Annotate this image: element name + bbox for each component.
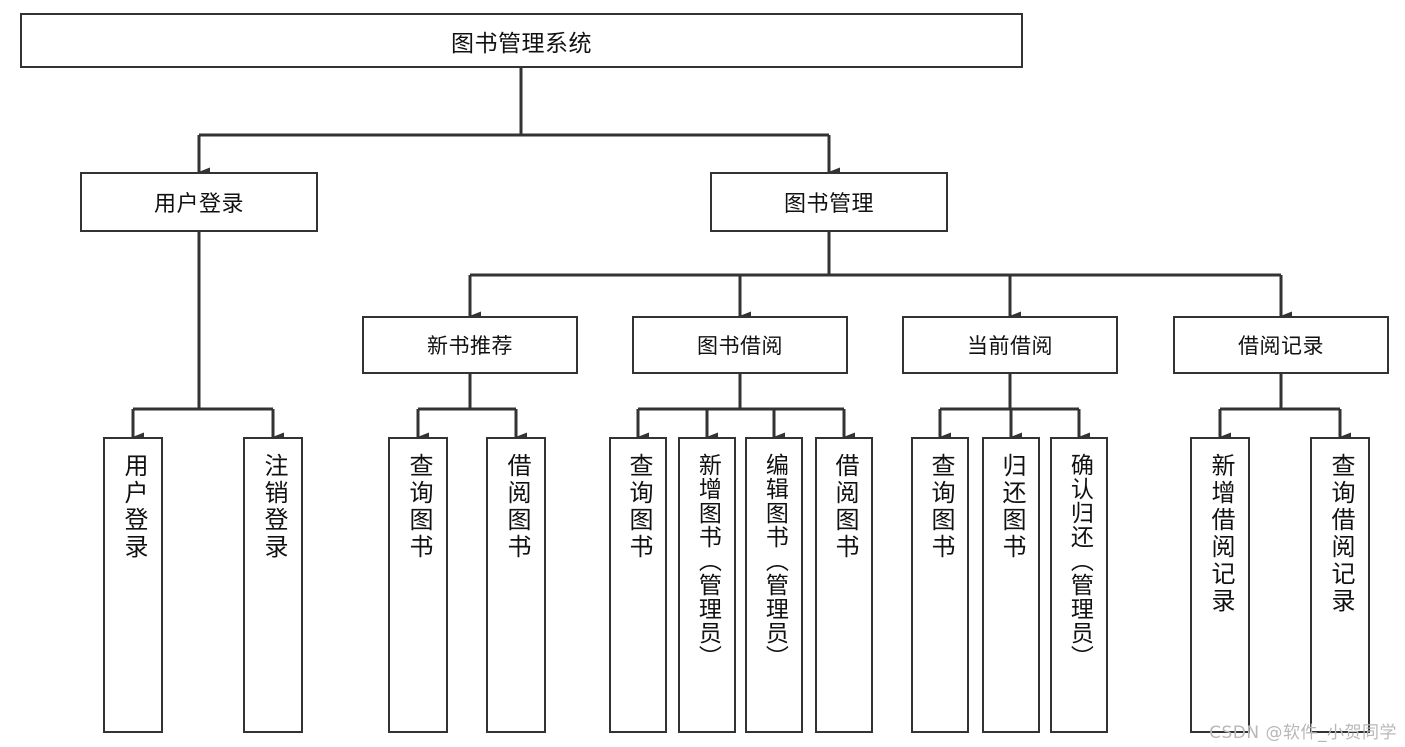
- node-leaf-leaf-return-book[interactable]: 归还图书: [982, 437, 1040, 733]
- node-label: 图书管理: [783, 192, 874, 217]
- node-root[interactable]: 图书管理系统: [20, 13, 1023, 68]
- node-leaf-label: 借阅图书: [830, 453, 859, 561]
- node-leaf-leaf-user-login[interactable]: 用户登录: [103, 437, 163, 733]
- node-borrow-record[interactable]: 借阅记录: [1173, 316, 1389, 374]
- node-leaf-label: 查询图书: [926, 453, 955, 561]
- node-leaf-label: 借阅图书: [502, 453, 531, 561]
- node-leaf-label: 归还图书: [997, 453, 1026, 561]
- node-leaf-leaf-add-record[interactable]: 新增借阅记录: [1190, 437, 1250, 733]
- node-label: 借阅记录: [1238, 334, 1324, 358]
- node-leaf-leaf-borrow-book-2[interactable]: 借阅图书: [815, 437, 873, 733]
- node-leaf-leaf-user-logout[interactable]: 注销登录: [243, 437, 303, 733]
- node-leaf-label: 用户登录: [119, 453, 148, 561]
- node-label: 当前借阅: [967, 334, 1053, 358]
- node-leaf-leaf-borrow-book-1[interactable]: 借阅图书: [486, 437, 546, 733]
- node-leaf-leaf-add-book[interactable]: 新增图书（管理员）: [678, 437, 736, 733]
- node-leaf-leaf-query-book-3[interactable]: 查询图书: [911, 437, 969, 733]
- node-leaf-leaf-query-book-1[interactable]: 查询图书: [388, 437, 448, 733]
- node-root-label: 图书管理系统: [451, 30, 592, 57]
- node-leaf-leaf-query-record[interactable]: 查询借阅记录: [1310, 437, 1370, 733]
- node-leaf-label: 查询图书: [404, 453, 433, 561]
- node-book-manage[interactable]: 图书管理: [710, 172, 948, 232]
- node-label: 新书推荐: [427, 334, 513, 358]
- node-new-book-rec[interactable]: 新书推荐: [362, 316, 578, 374]
- node-leaf-label: 注销登录: [259, 453, 288, 561]
- node-leaf-label: 确认归还（管理员）: [1066, 453, 1093, 669]
- node-leaf-leaf-confirm-return[interactable]: 确认归还（管理员）: [1050, 437, 1108, 733]
- node-user-login[interactable]: 用户登录: [80, 172, 318, 232]
- node-leaf-label: 查询图书: [624, 453, 653, 561]
- node-leaf-label: 新增图书（管理员）: [694, 453, 721, 669]
- node-leaf-label: 查询借阅记录: [1326, 453, 1355, 615]
- node-leaf-leaf-edit-book[interactable]: 编辑图书（管理员）: [745, 437, 803, 733]
- node-label: 图书借阅: [697, 334, 783, 358]
- node-leaf-leaf-query-book-2[interactable]: 查询图书: [609, 437, 667, 733]
- watermark: CSDN @软件_小贺同学: [1209, 723, 1397, 743]
- node-leaf-label: 编辑图书（管理员）: [761, 453, 788, 669]
- node-leaf-label: 新增借阅记录: [1206, 453, 1235, 615]
- node-label: 用户登录: [153, 192, 244, 217]
- node-book-borrow[interactable]: 图书借阅: [632, 316, 848, 374]
- node-current-borrow[interactable]: 当前借阅: [902, 316, 1118, 374]
